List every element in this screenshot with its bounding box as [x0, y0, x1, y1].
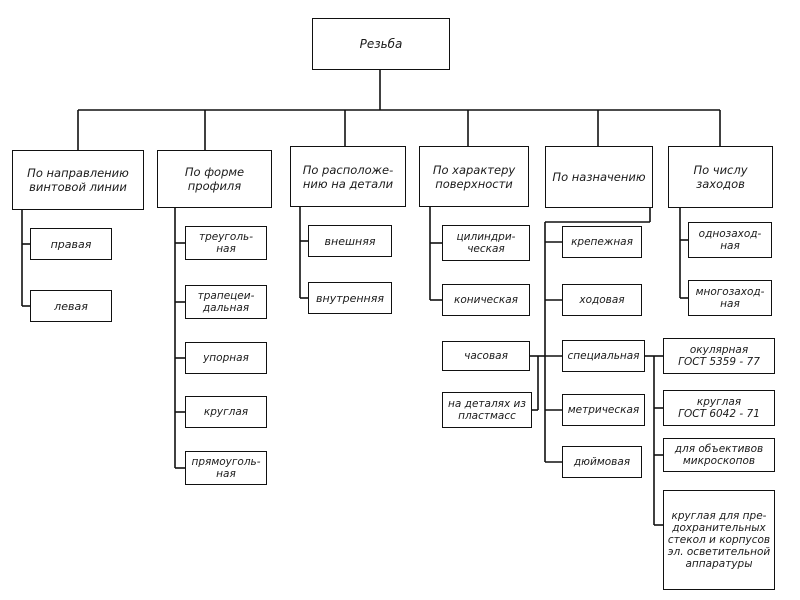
item-internal: внутренняя	[308, 282, 392, 314]
category-surface: По характеру поверхности	[419, 146, 529, 207]
item-left-hand: левая	[30, 290, 112, 322]
item-conical: коническая	[442, 284, 530, 316]
item-plastic-parts: на деталях из пластмасс	[442, 392, 532, 428]
item-special: специальная	[562, 340, 645, 372]
item-trapezoidal: трапецеи- дальная	[185, 285, 267, 319]
item-microscope-lens: для объективов микроскопов	[663, 438, 775, 472]
category-purpose: По назначению	[545, 146, 653, 208]
item-fastening: крепежная	[562, 226, 642, 258]
item-multi-start: многозаход- ная	[688, 280, 772, 316]
item-inch: дюймовая	[562, 446, 642, 478]
item-metric: метрическая	[562, 394, 645, 426]
category-direction: По направлению винтовой линии	[12, 150, 144, 210]
item-round-gost: круглая ГОСТ 6042 - 71	[663, 390, 775, 426]
item-buttress: упорная	[185, 342, 267, 374]
item-round: круглая	[185, 396, 267, 428]
item-ocular: окулярная ГОСТ 5359 - 77	[663, 338, 775, 374]
item-cylindrical: цилиндри- ческая	[442, 225, 530, 261]
item-external: внешняя	[308, 225, 392, 257]
category-starts: По числу заходов	[668, 146, 773, 208]
item-rectangular: прямоуголь- ная	[185, 451, 267, 485]
category-profile: По форме профиля	[157, 150, 272, 208]
item-watch: часовая	[442, 341, 530, 371]
item-triangular: треуголь- ная	[185, 226, 267, 260]
item-lead-screw: ходовая	[562, 284, 642, 316]
category-location: По расположе- нию на детали	[290, 146, 406, 207]
item-right-hand: правая	[30, 228, 112, 260]
root-box: Резьба	[312, 18, 450, 70]
item-round-protective: круглая для пре- дохранительных стекол и…	[663, 490, 775, 590]
item-single-start: однозаход- ная	[688, 222, 772, 258]
